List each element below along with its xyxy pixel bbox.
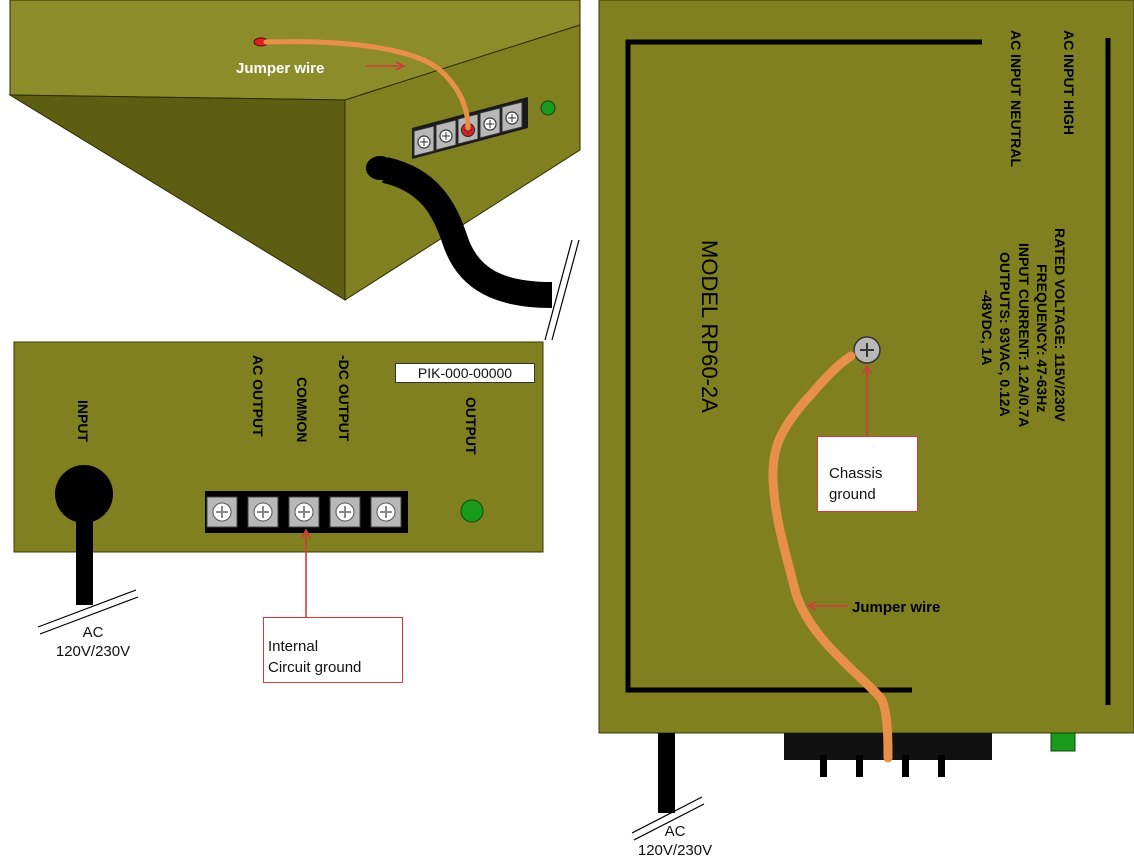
side-jumper-wire (768, 351, 893, 763)
front-output-led (460, 499, 484, 523)
housing-front-face (344, 24, 581, 301)
internal-ground-line1: Internal (268, 638, 319, 655)
spec-line-4: OUTPUTS: 93VAC, 0.12A (997, 252, 1013, 417)
side-jumper-label: Jumper wire (852, 599, 940, 616)
spec-line-3: INPUT CURRENT: 1.2A/0.7A (1016, 243, 1032, 427)
internal-ground-callout: Internal Circuit ground (263, 617, 403, 683)
isometric-view: Jumper wire (8, 0, 581, 341)
side-ac-line2: 120V/230V (637, 842, 713, 859)
iso-jumper-label: Jumper wire (236, 60, 324, 77)
label-dc-output: -DC OUTPUT (336, 355, 352, 442)
chassis-ground-line1: Chassis (829, 465, 883, 482)
model-label: MODEL RP60-2A (697, 240, 722, 413)
side-output-led (1050, 732, 1076, 752)
iso-jumper-wire (263, 39, 471, 131)
front-ac-line1: AC (82, 624, 104, 641)
part-number-label: PIK-000-00000 (395, 363, 535, 383)
side-ac-note: AC 120V/230V (620, 822, 730, 860)
iso-output-led (540, 100, 556, 116)
label-output: OUTPUT (463, 397, 479, 455)
label-ac-input-high: AC INPUT HIGH (1061, 30, 1077, 135)
internal-ground-line2: Circuit ground (268, 659, 362, 676)
side-ac-line1: AC (664, 823, 686, 840)
chassis-ground-callout: Chassis ground (817, 436, 918, 512)
front-ac-note: AC 120V/230V (38, 623, 148, 661)
front-panel-view: INPUT AC OUTPUT COMMON -DC OUTPUT OUTPUT (13, 341, 544, 635)
label-input: INPUT (75, 400, 91, 442)
front-ac-line2: 120V/230V (55, 643, 131, 660)
front-terminal-block (205, 491, 408, 533)
label-common: COMMON (294, 377, 310, 442)
spec-line-1: RATED VOLTAGE: 115V/230V (1052, 228, 1068, 422)
chassis-ground-line2: ground (829, 486, 876, 503)
spec-line-5: -48VDC, 1A (979, 290, 995, 365)
iso-input-cable (381, 157, 553, 308)
label-ac-output: AC OUTPUT (250, 355, 266, 437)
label-ac-input-neutral: AC INPUT NEUTRAL (1008, 30, 1024, 167)
spec-line-2: FREQUENCY: 47-63Hz (1034, 264, 1050, 412)
housing-left-face (8, 94, 346, 301)
input-grommet (55, 465, 113, 523)
side-panel-view: AC INPUT HIGH AC INPUT NEUTRAL MODEL RP6… (598, 0, 1134, 841)
